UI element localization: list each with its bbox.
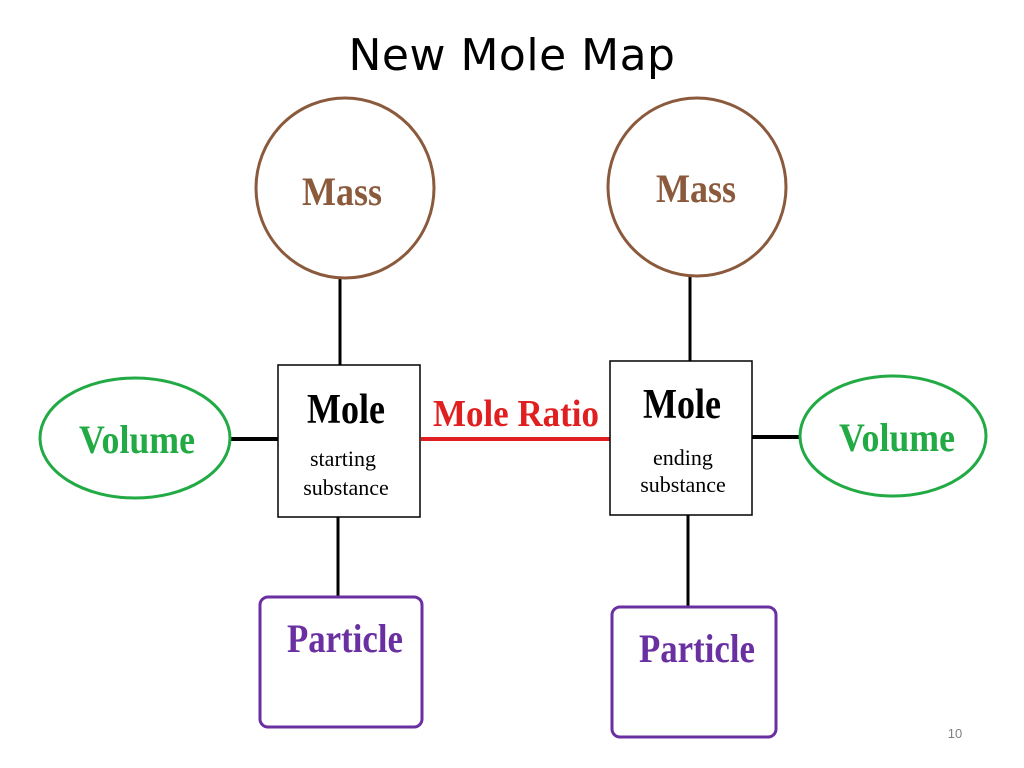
left-mole-label: Mole [307,387,385,433]
left-mass-node: Mass [254,96,436,280]
slide-title: New Mole Map [348,30,676,81]
left-volume-node: Volume [38,376,232,500]
right-volume-node: Volume [798,374,988,498]
right-mole-node: Mole ending substance [609,360,753,516]
right-mass-label: Mass [656,166,736,211]
left-particle-node: Particle [258,595,424,729]
right-particle-node: Particle [610,605,778,739]
mole-ratio-label: Mole Ratio [433,393,599,435]
slide-number: 10 [947,726,963,741]
left-volume-label: Volume [79,417,195,462]
right-mole-label: Mole [643,382,721,428]
right-mole-sub-1: ending [653,445,713,470]
right-mole-sub-2: substance [640,472,726,497]
left-mole-sub-1: starting [310,446,376,471]
left-mole-node: Mole starting substance [277,364,421,518]
left-particle-label: Particle [287,616,403,661]
right-particle-label: Particle [639,626,755,671]
right-mass-node: Mass [606,96,788,278]
right-volume-label: Volume [839,415,955,460]
left-mass-label: Mass [302,169,382,214]
left-mole-sub-2: substance [303,475,389,500]
